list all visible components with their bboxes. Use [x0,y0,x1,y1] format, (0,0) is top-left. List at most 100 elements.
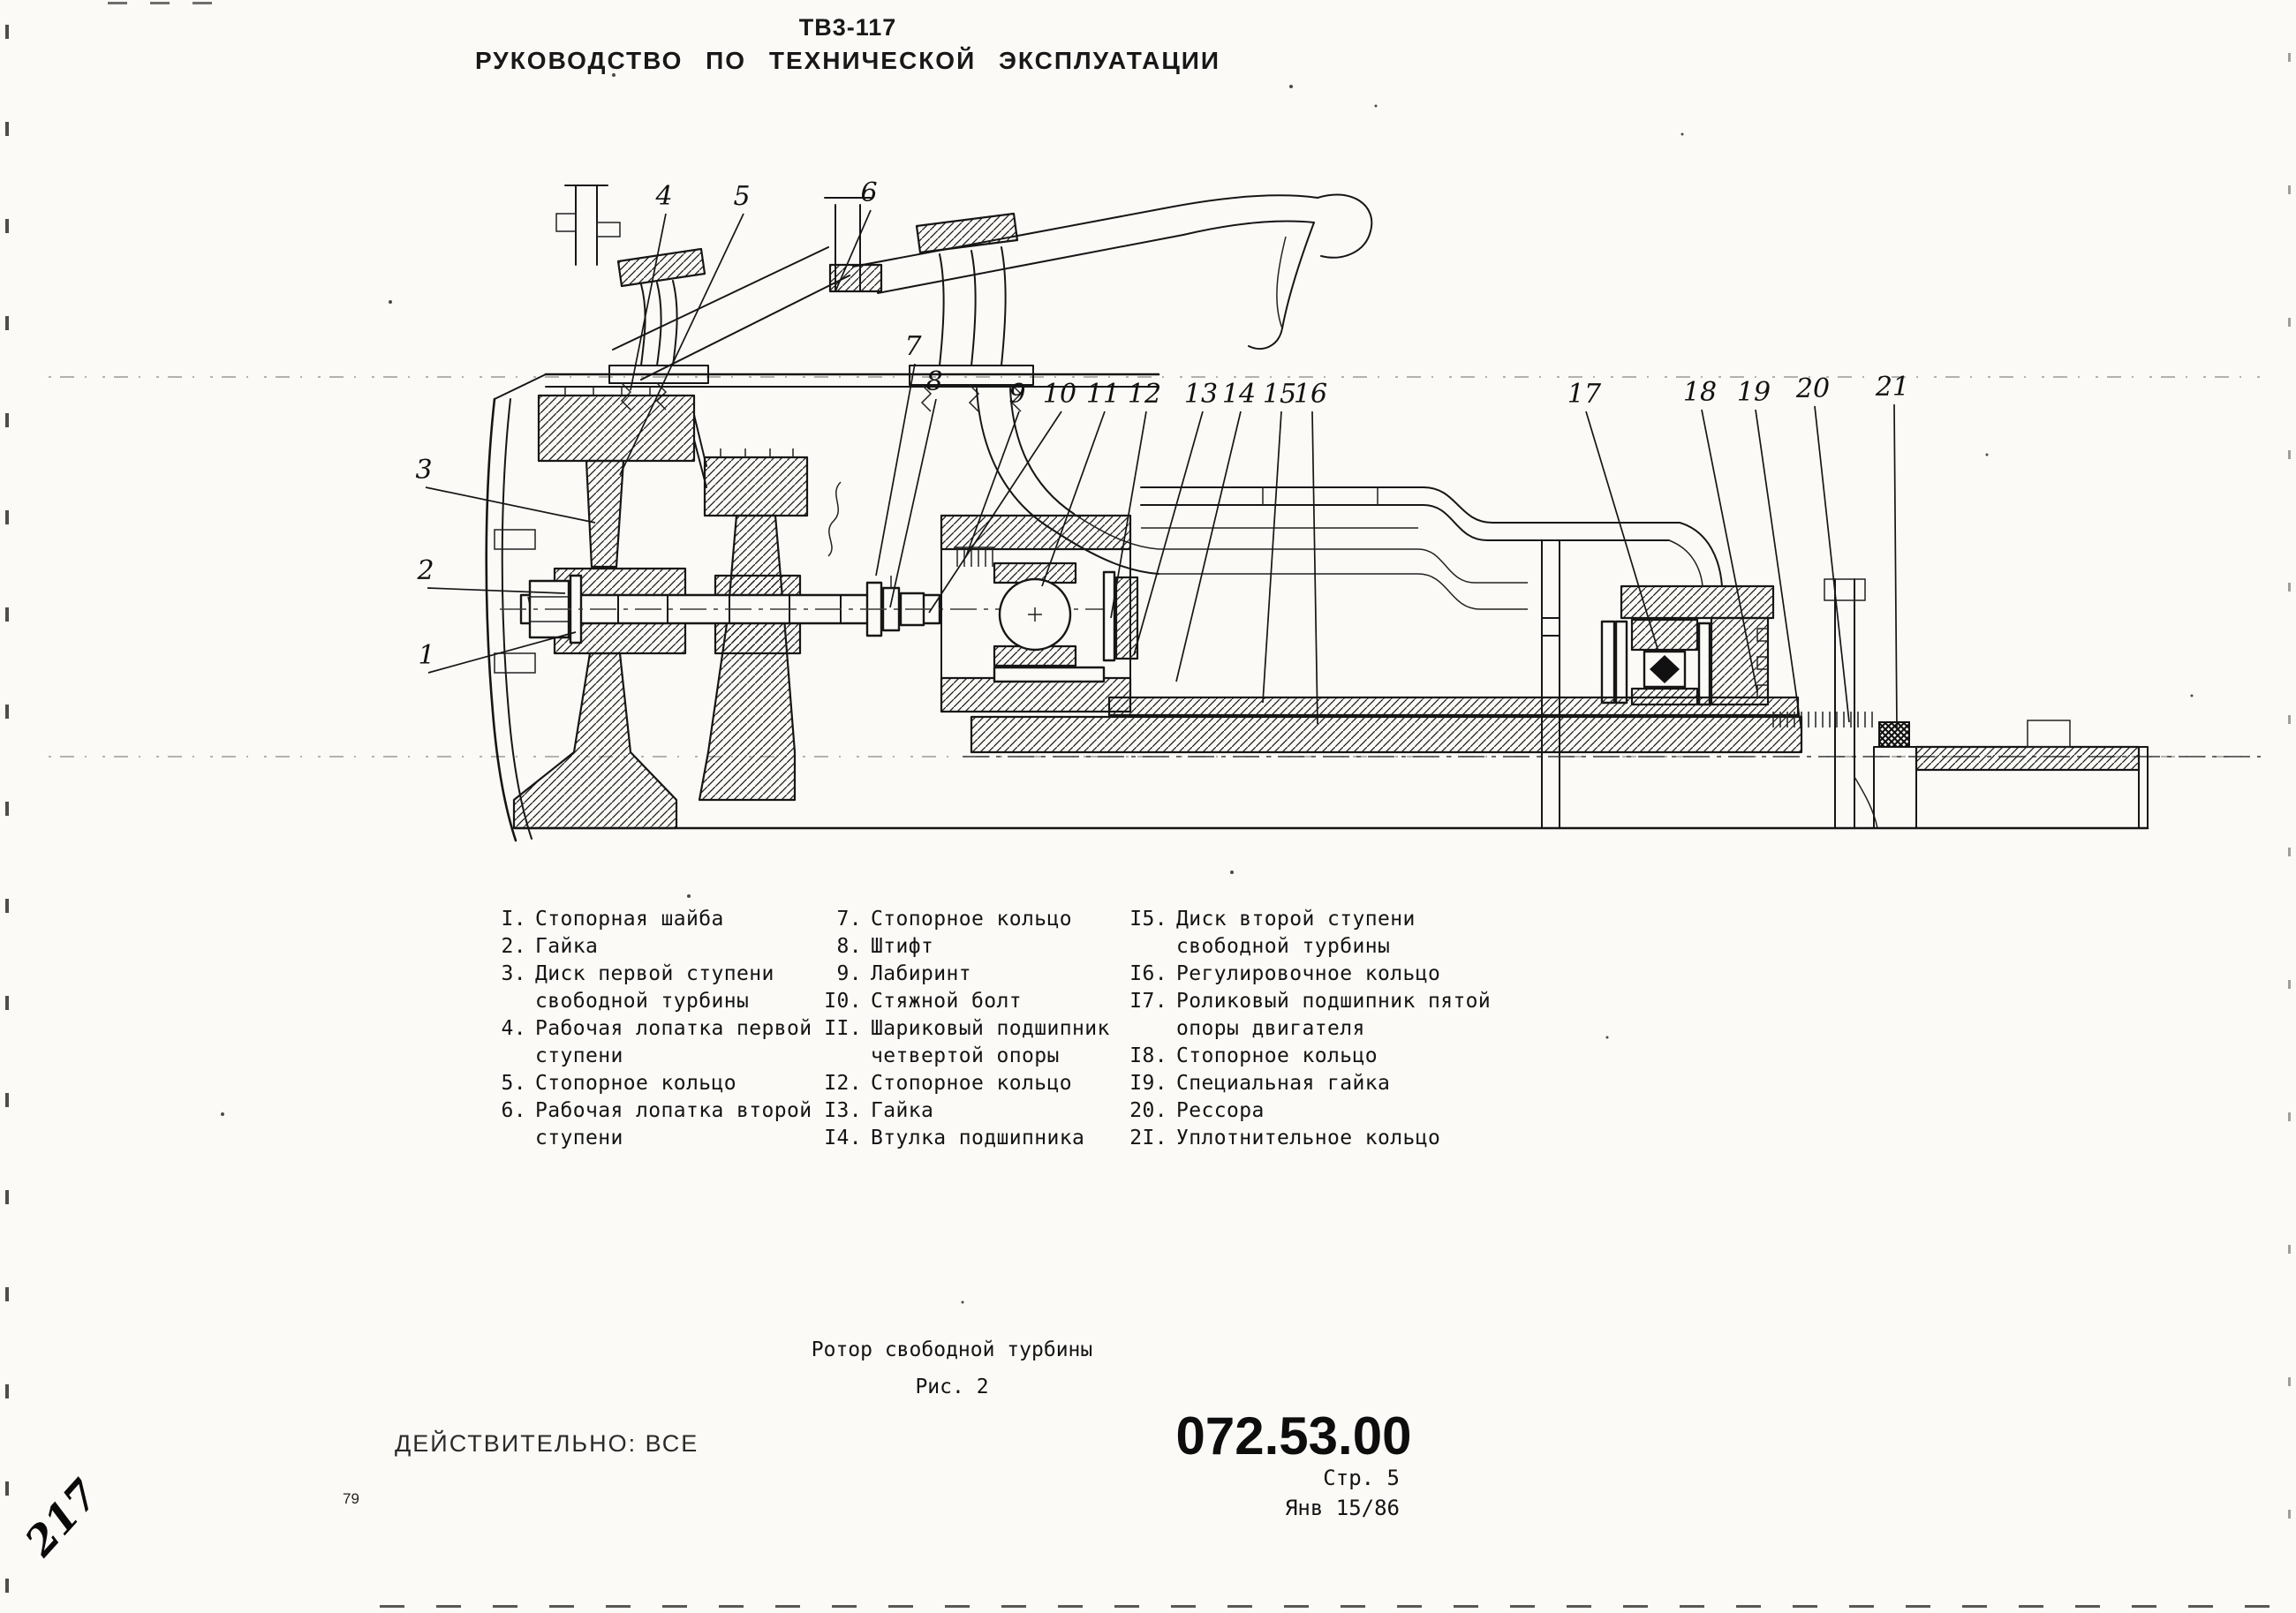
manual-title: РУКОВОДСТВО ПО ТЕХНИЧЕСКОЙ ЭКСПЛУАТАЦИИ [474,47,1221,74]
callout-number-16: 16 [1294,379,1327,410]
legend-item-number: 2. [501,935,526,958]
legend-item-number: 9. [836,962,862,985]
page-date-block: Стр. 5 Янв 15/86 [1197,1466,1400,1526]
legend-item-number: I2. [824,1072,862,1095]
legend-item-text: Уплотнительное кольцо [1176,1127,1441,1149]
page-header: ТВ3-117 РУКОВОДСТВО ПО ТЕХНИЧЕСКОЙ ЭКСПЛ… [406,14,1289,75]
legend-item-text: Стопорное кольцо [535,1072,736,1095]
callout-number-1: 1 [418,640,434,671]
legend-item-text: Стопорное кольцо [871,1072,1072,1095]
scan-edge-top [108,2,223,4]
callout-number-13: 13 [1184,379,1218,410]
legend-item: 2. Гайка [491,933,812,961]
legend-item-text: Штифт [871,935,934,958]
legend-item-number: 7. [836,908,862,931]
callout-leader-13 [1133,411,1204,656]
callout-leader-17 [1585,411,1659,652]
callout-number-7: 7 [904,331,922,362]
callout-leader-9 [965,411,1020,557]
legend-item: I2. Стопорное кольцо [814,1070,1110,1097]
callout-number-8: 8 [925,366,942,397]
legend-item-text: Шариковый подшипник [871,1017,1110,1040]
callout-leader-4 [630,213,667,391]
legend-item-text-continued: ступени [535,1127,623,1149]
legend-item-text-continued: четвертой опоры [871,1044,1060,1067]
legend-item: 7. Стопорное кольцо [814,906,1110,933]
legend-item: II. Шариковый подшипник четвертой опоры [814,1015,1110,1070]
callout-leader-10 [928,411,1062,614]
sheet-number: 79 [343,1490,359,1507]
legend-item-text: Гайка [535,935,599,958]
legend-item-text: Гайка [871,1099,934,1122]
effectivity-label: ДЕЙСТВИТЕЛЬНО: ВСЕ [395,1430,699,1457]
legend-item-text: Лабиринт [871,962,971,985]
callout-number-10: 10 [1043,379,1076,410]
callout-leader-14 [1175,411,1242,682]
legend-item-number: I9. [1129,1072,1167,1095]
callout-leader-21 [1893,403,1898,728]
legend-item: 5. Стопорное кольцо [491,1070,812,1097]
callout-leader-16 [1311,411,1318,725]
legend-item-text-continued: ступени [535,1044,623,1067]
callout-number-17: 17 [1567,379,1602,410]
callout-leader-1 [427,631,577,674]
legend-item-text-continued: опоры двигателя [1176,1017,1365,1040]
callout-number-4: 4 [654,181,672,212]
drawing-geometry [49,73,2261,1304]
legend-item-number: 6. [501,1099,526,1122]
page-number-label: Стр. 5 [1323,1466,1400,1490]
legend-item-text-continued: свободной турбины [535,990,750,1013]
figure-title: Ротор свободной турбины [811,1338,1093,1361]
callout-number-2: 2 [416,555,434,586]
callout-number-15: 15 [1263,379,1296,410]
legend-item: I. Стопорная шайба [491,906,812,933]
legend-item-number: 20. [1129,1099,1167,1122]
scan-edge-bottom [380,1605,2287,1608]
callout-leader-11 [1041,411,1106,587]
legend-item-text: Втулка подшипника [871,1127,1085,1149]
callout-leader-18 [1701,409,1758,693]
callout-leader-3 [425,486,596,524]
figure-caption: Ротор свободной турбины Рис. 2 [775,1338,1129,1398]
legend-item: 9. Лабиринт [814,961,1110,988]
legend-item-number: I6. [1129,962,1167,985]
callout-number-21: 21 [1875,372,1909,403]
legend-item-text: Стопорная шайба [535,908,724,931]
legend-item-number: 5. [501,1072,526,1095]
legend-item-number: I8. [1129,1044,1167,1067]
legend-item-number: I4. [824,1127,862,1149]
callout-leader-15 [1262,411,1282,704]
legend-item-number: I3. [824,1099,862,1122]
callout-number-9: 9 [1008,379,1025,410]
legend-item: I8.Стопорное кольцо [1114,1043,1491,1070]
legend-item-number: II. [824,1017,862,1040]
legend-item-text: Роликовый подшипник пятой [1176,990,1492,1013]
legend-item-text: Диск первой ступени [535,962,774,985]
legend-item: I3. Гайка [814,1097,1110,1125]
legend-item: 20. Рессора [1114,1097,1491,1125]
legend-item-text: Регулировочное кольцо [1176,962,1441,985]
legend-item: I0.Стяжной болт [814,988,1110,1015]
figure-number: Рис. 2 [915,1376,989,1398]
legend-item-number: 8. [836,935,862,958]
legend-item: I4. Втулка подшипника [814,1125,1110,1152]
legend-item-number: 2I. [1129,1127,1167,1149]
legend-item-number: I. [501,908,526,931]
callout-number-14: 14 [1222,379,1256,410]
callout-leader-7 [875,363,916,577]
legend-item-text: Специальная гайка [1176,1072,1391,1095]
legend-item-text: Стопорное кольцо [871,908,1072,931]
callout-leader-12 [1110,411,1147,619]
legend-item-number: 4. [501,1017,526,1040]
callout-number-11: 11 [1086,379,1120,410]
legend-item-text: Рессора [1176,1099,1265,1122]
callout-leader-6 [835,209,872,292]
